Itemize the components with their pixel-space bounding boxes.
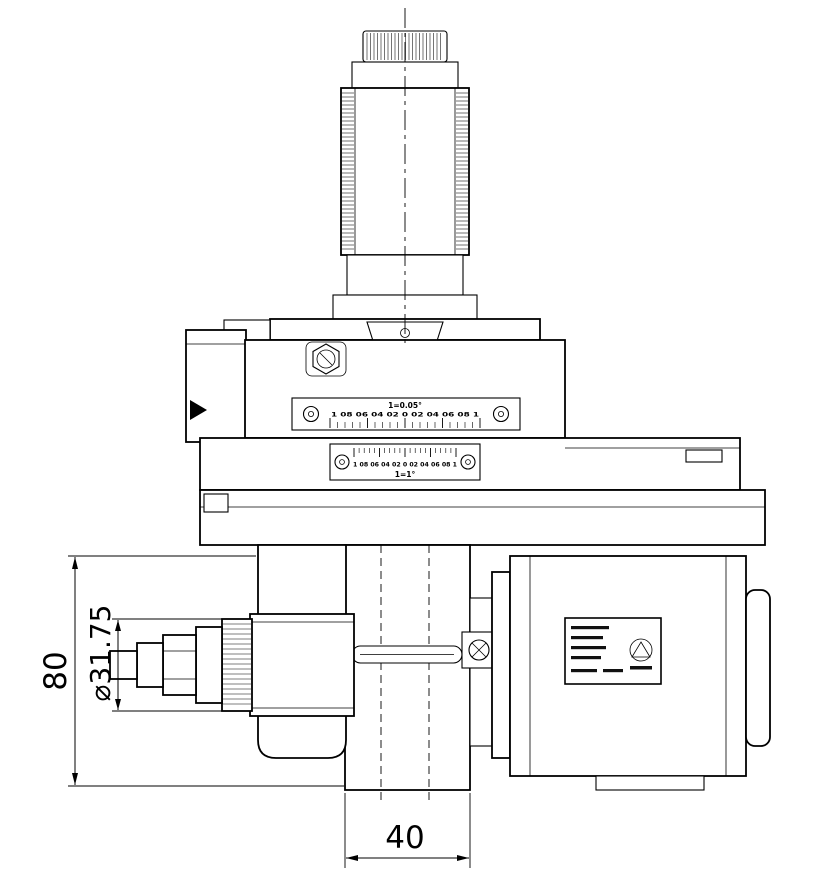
dimension-width-40: 40 [344,793,471,868]
coarse-scale-label: 1=1° [395,470,416,479]
motor-foot [595,775,705,791]
knurl-hatch [366,33,441,60]
fine-scale-numbers: 1 08 06 04 02 0 02 04 06 08 1 [331,412,479,419]
arrowhead-up [72,557,78,569]
spindle-assembly [109,544,355,759]
thread-hatch-right [456,92,468,250]
dim-text-diameter: ⌀31.75 [84,604,117,701]
dimension-height-80: 80 [38,555,344,787]
tool-shank [332,30,478,320]
fine-scale-ticks [329,418,481,428]
clamp-bolt-circle [316,349,336,369]
drive-slot [351,645,463,664]
vernier-scale-coarse: 1 08 06 04 02 0 02 04 06 08 1 1=1° [329,443,481,481]
arrowhead-down [115,699,121,710]
flange-tab [203,493,229,513]
arrowhead-down [72,773,78,785]
collet-nut-knurl [223,623,251,705]
coarse-scale-screw-right [460,454,476,470]
arrowhead-left [346,855,358,861]
motor-end-cap [745,589,771,747]
coarse-scale-screw-right-center [465,459,471,465]
set-screw [461,631,497,669]
dim-text-height: 80 [38,651,74,690]
dim-text-width: 40 [385,820,424,856]
spindle-tip [109,650,138,680]
nameplate-text-lines [571,626,623,673]
fine-scale-screw-left-center [307,410,314,417]
nameplate [564,617,662,685]
fine-scale-screw-right [492,405,510,423]
housing-detail [685,449,723,463]
thread-hatch-left [342,92,354,250]
lower-flange [199,489,766,546]
fine-scale-label: 1=0.05° [388,401,422,410]
clamp-bolt-slot [319,352,333,366]
coarse-scale-screw-left-center [339,459,345,465]
fine-scale-screw-right-center [497,410,504,417]
fine-scale-screw-left [302,405,320,423]
arrowhead-right [457,855,469,861]
coarse-scale-screw-left [334,454,350,470]
spindle-nut [162,634,197,696]
motor-flange [491,571,511,759]
clamp-nut [249,613,355,717]
dimension-diameter-31-75: ⌀31.75 [84,604,224,712]
arrowhead-up [115,620,121,631]
coarse-scale-numbers: 1 08 06 04 02 0 02 04 06 08 1 [353,462,457,469]
set-screw-cross-2 [471,642,487,658]
collet-nut [221,618,253,712]
index-pointer [190,400,207,420]
bolt-pocket [305,341,347,377]
spindle-nose [136,642,164,688]
coupling-strip [469,597,493,747]
nameplate-logo [629,638,653,670]
coarse-scale-ticks [353,448,457,457]
left-block [185,329,247,443]
spindle-housing-column [344,544,471,791]
spindle-step [195,626,223,704]
vernier-scale-fine: 1=0.05° 1 08 06 04 02 0 02 04 06 08 1 [291,397,521,431]
